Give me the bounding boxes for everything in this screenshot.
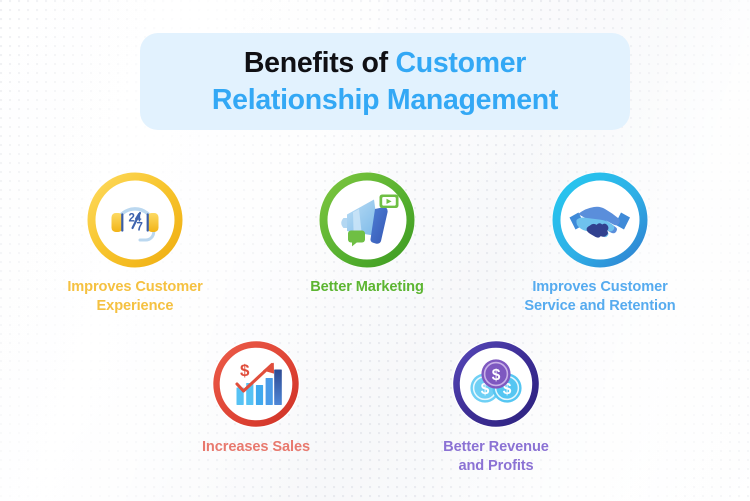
svg-text:7: 7 [137,222,143,234]
benefit-label-improves-customer-experience: Improves Customer Experience [67,279,203,315]
svg-text:$: $ [492,367,501,384]
benefit-item-increases-sales[interactable]: $ Increases Sales [146,340,366,457]
benefit-label-increases-sales: Increases Sales [201,439,311,455]
benefit-badge-marketing [319,172,415,268]
title-plain-text: Benefits of [243,47,396,80]
benefit-item-better-marketing[interactable]: Better Marketing [257,172,477,297]
headset-247-icon: 24 7 [87,172,183,268]
benefit-label-better-marketing: Better Marketing [310,279,424,295]
benefit-badge-revenue: $ $ $ [452,340,540,428]
title-accent-word: Customer [395,47,527,80]
title-banner: Benefits of Customer Relationship Manage… [140,33,630,130]
benefit-item-better-revenue-and-profits[interactable]: $ $ $ Better Revenue and Profits [386,340,606,477]
page-title: Benefits of Customer Relationship Manage… [211,45,559,118]
benefit-label-improves-customer-service-and-retention: Improves Customer Service and Retention [524,279,676,315]
title-accent-line2: Relationship Management [211,83,559,116]
benefit-badge-sales: $ [212,340,300,428]
svg-text:$: $ [503,381,512,398]
benefit-item-improves-customer-experience[interactable]: 24 7 Improves Customer Experience [25,172,245,317]
svg-text:$: $ [481,381,490,398]
benefit-item-improves-customer-service-and-retention[interactable]: Improves Customer Service and Retention [490,172,710,317]
megaphone-icon [319,172,415,268]
svg-text:$: $ [240,361,250,380]
benefit-badge-experience: 24 7 [87,172,183,268]
benefit-badge-service [552,172,648,268]
coins-dollar-icon: $ $ $ [453,341,539,427]
handshake-icon [552,172,648,268]
bar-chart-growth-icon: $ [213,341,299,427]
benefit-label-better-revenue-and-profits: Better Revenue and Profits [443,439,549,475]
